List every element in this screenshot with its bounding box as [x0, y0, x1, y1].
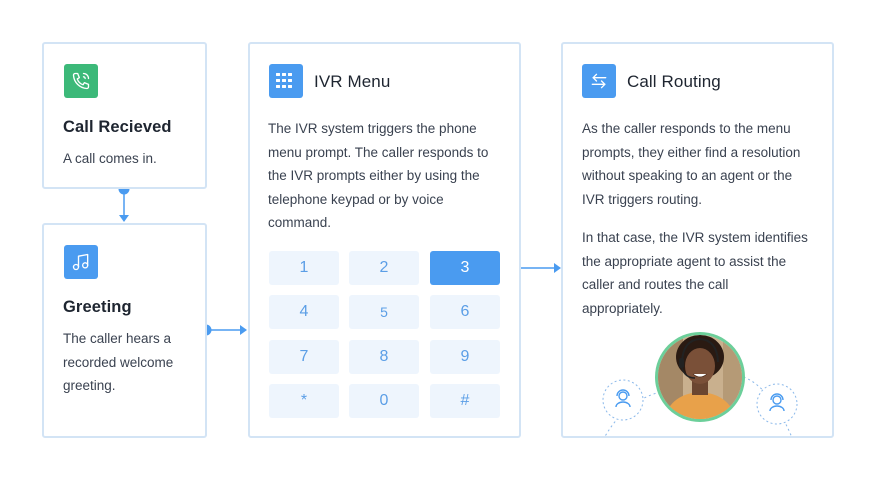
keypad-key-3[interactable]: 3 — [430, 251, 500, 285]
routing-line: IVR triggers routing. — [582, 191, 703, 207]
call-received-description: A call comes in. — [63, 151, 157, 166]
keypad-key-6[interactable]: 6 — [430, 295, 500, 329]
keypad-key-7[interactable]: 7 — [269, 340, 339, 374]
arrow-head — [119, 215, 129, 222]
call-routing-paragraph-2: In that case, the IVR system identifies … — [582, 226, 808, 320]
keypad-grid-icon — [269, 64, 303, 98]
arrow-head — [240, 325, 247, 335]
greeting-description-line: recorded welcome — [63, 354, 174, 370]
ivr-description-line: the IVR prompts either by using the — [268, 168, 480, 183]
routing-line: prompts, they either find a resolution — [582, 144, 801, 160]
ivr-description-line: The IVR system triggers the phone — [268, 121, 477, 136]
routing-line: without speaking to an agent or the — [582, 168, 793, 183]
agent-photo — [655, 332, 745, 422]
headset-agent-icon — [756, 383, 798, 425]
swap-arrows-icon — [582, 64, 616, 98]
keypad-key-8[interactable]: 8 — [349, 340, 419, 374]
call-received-title: Call Recieved — [63, 118, 172, 136]
greeting-description: The caller hears a recorded welcome gree… — [63, 327, 173, 398]
keypad-key-hash[interactable]: # — [430, 384, 500, 418]
keypad-key-2[interactable]: 2 — [349, 251, 419, 285]
call-routing-title: Call Routing — [627, 72, 721, 91]
keypad-key-star[interactable]: * — [269, 384, 339, 418]
routing-line: caller and routes the call — [582, 277, 729, 292]
ivr-menu-title: IVR Menu — [314, 72, 391, 91]
keypad-key-9[interactable]: 9 — [430, 340, 500, 374]
greeting-description-line: greeting. — [63, 378, 116, 393]
music-note-icon — [64, 245, 98, 279]
greeting-title: Greeting — [63, 298, 132, 316]
keypad-key-1[interactable]: 1 — [269, 251, 339, 285]
agent-illustration — [602, 332, 798, 436]
keypad-key-5[interactable]: 5 — [349, 295, 419, 329]
headset-agent-icon — [602, 379, 644, 421]
call-received-card: Call Recieved A call comes in. — [42, 42, 207, 189]
greeting-description-line: The caller hears a — [63, 331, 172, 346]
arrow-head — [554, 263, 561, 273]
ivr-menu-description: The IVR system triggers the phone menu p… — [268, 117, 488, 235]
routing-line: the appropriate agent to assist the — [582, 253, 787, 269]
ivr-menu-card: IVR Menu The IVR system triggers the pho… — [248, 42, 521, 438]
keypad-key-4[interactable]: 4 — [269, 295, 339, 329]
call-routing-paragraph-1: As the caller responds to the menu promp… — [582, 117, 800, 211]
routing-line: appropriately. — [582, 300, 663, 316]
ivr-description-line: command. — [268, 215, 332, 230]
ivr-description-line: menu prompt. The caller responds to — [268, 144, 489, 160]
keypad-key-0[interactable]: 0 — [349, 384, 419, 418]
phone-ringing-icon — [64, 64, 98, 98]
call-routing-card: Call Routing As the caller responds to t… — [561, 42, 834, 438]
routing-line: As the caller responds to the menu — [582, 121, 791, 136]
routing-line: In that case, the IVR system identifies — [582, 230, 808, 245]
ivr-description-line: telephone keypad or by voice — [268, 191, 444, 207]
greeting-card: Greeting The caller hears a recorded wel… — [42, 223, 207, 438]
